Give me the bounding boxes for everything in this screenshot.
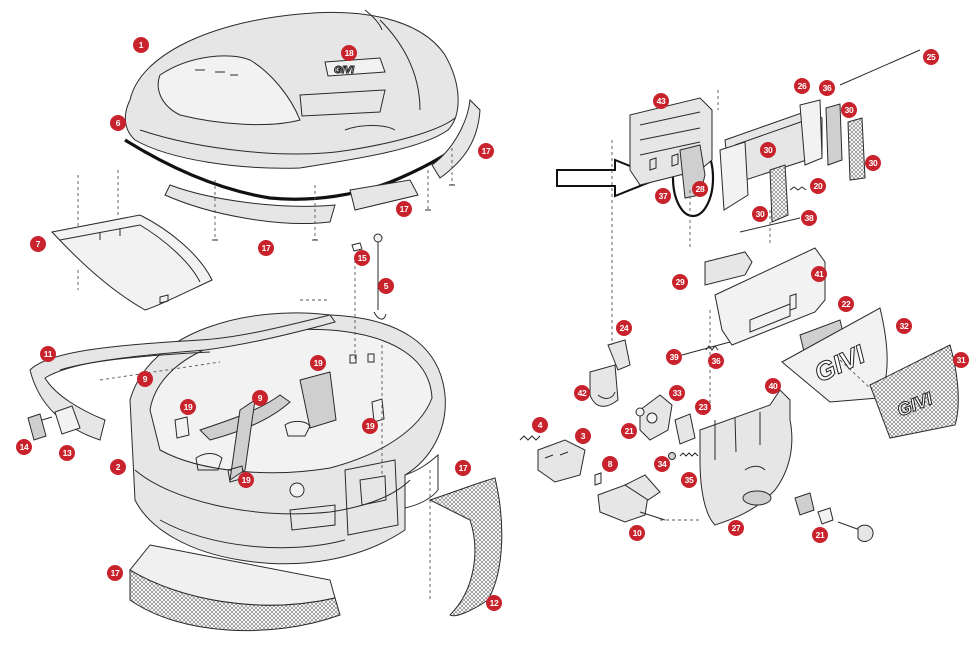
lock-cover-part: [699, 389, 793, 526]
hinge-pin-part: [839, 49, 921, 86]
cord-part: [351, 233, 387, 320]
clip-part: [589, 339, 631, 407]
release-button-parts: [519, 435, 666, 523]
bottom-reflectors: [129, 477, 503, 632]
lid-screws: [77, 148, 455, 241]
spring-20: [789, 186, 807, 191]
side-strip-part: [29, 314, 336, 441]
reflector-14-13: [27, 405, 81, 441]
base-part: [129, 312, 446, 565]
inner-tray-part: [51, 214, 213, 311]
lid-reflector-strips: [164, 98, 481, 224]
lid-brand-badge: GIVI: [334, 65, 354, 76]
lock-cylinder-key: [794, 492, 874, 542]
rubber-pads-30: [769, 117, 866, 223]
lid-part: GIVI: [124, 9, 459, 169]
base-assembly-lines: [99, 260, 431, 600]
pin-39: [681, 341, 731, 356]
hinge-bracket-part: [629, 97, 713, 199]
brand-plate-31: GIVI: [869, 344, 959, 439]
latch-plate-part: [704, 247, 826, 346]
lock-mechanism: [635, 394, 699, 460]
gasket-part: [124, 136, 470, 201]
spring-36: [705, 345, 719, 351]
